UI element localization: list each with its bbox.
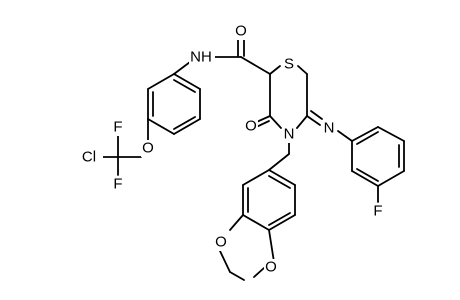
bond (147, 118, 175, 135)
bond (268, 229, 275, 263)
bond (242, 214, 270, 231)
bond (351, 170, 379, 187)
bond (268, 175, 291, 189)
atom-cl: Cl (82, 149, 96, 166)
bond (219, 250, 231, 273)
bond (356, 131, 379, 145)
bond (173, 118, 201, 135)
bond (242, 169, 270, 186)
bond (268, 212, 291, 226)
bond (296, 115, 308, 129)
bond (351, 126, 379, 142)
bond (268, 153, 290, 171)
bond (173, 73, 201, 90)
bond (337, 130, 353, 142)
bond-lines (102, 33, 405, 281)
atom-f-top: F (113, 119, 122, 136)
atom-f-para: F (373, 203, 382, 220)
bond (147, 73, 175, 90)
bond (268, 169, 296, 186)
atom-n-imine: N (324, 120, 335, 137)
atom-o-carbonyl: O (235, 23, 247, 40)
bond (240, 56, 271, 75)
atom-nh: NH (190, 49, 212, 66)
bond (269, 65, 281, 75)
bond (306, 115, 321, 126)
atom-f-bottom: F (113, 176, 122, 193)
bond (173, 79, 196, 93)
bond (268, 214, 296, 231)
bond (253, 267, 265, 278)
bond (356, 168, 379, 182)
atom-n-ring: N (284, 126, 295, 143)
atom-s: S (284, 56, 294, 73)
bond (297, 65, 308, 75)
atom-o-aryl: O (142, 140, 154, 157)
atom-labels: NH O S N N O O Cl F F F O O (75, 23, 385, 276)
bond (377, 126, 405, 142)
atom-o-dioxole-1: O (215, 234, 227, 251)
bond (269, 115, 282, 129)
atom-o-dioxole-2: O (265, 259, 277, 276)
bond (377, 170, 405, 187)
bond (229, 271, 245, 281)
bond (173, 61, 191, 75)
bond (173, 116, 196, 130)
bond (229, 214, 244, 231)
bond (310, 110, 323, 120)
atom-o-ring: O (245, 118, 257, 135)
